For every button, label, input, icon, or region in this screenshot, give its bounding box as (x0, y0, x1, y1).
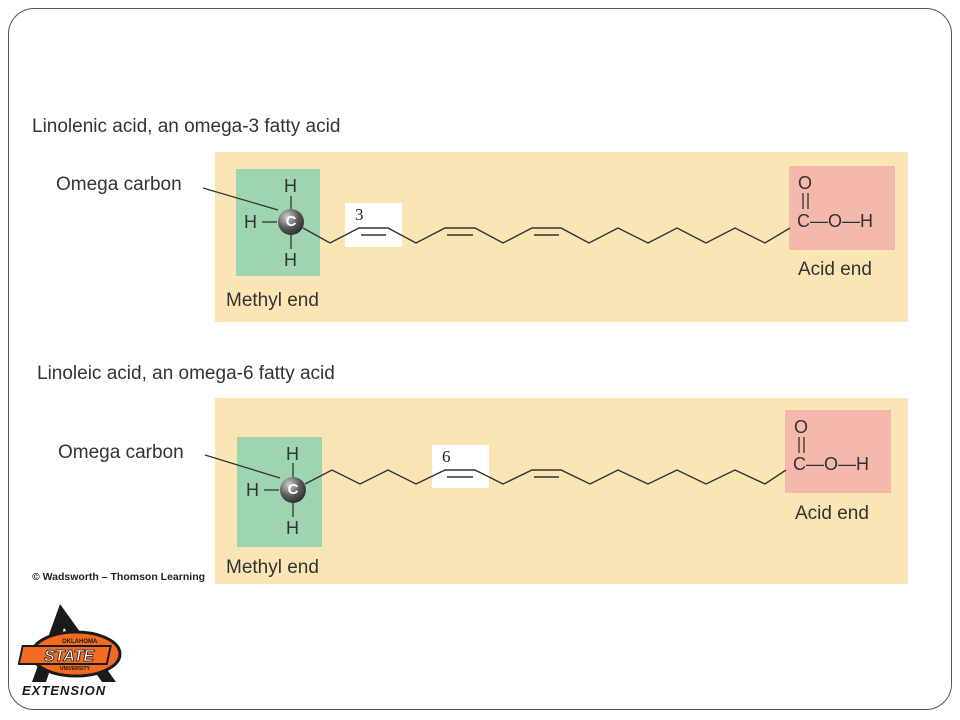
diagram-title-omega6: Linoleic acid, an omega-6 fatty acid (37, 363, 335, 384)
omega6-acid-end-label: Acid end (795, 503, 869, 524)
omega6-h-bottom: H (286, 518, 299, 538)
omega6-acid-box (785, 410, 891, 493)
omega6-h-left: H (246, 480, 259, 500)
omega3-double-bond-number: 3 (355, 205, 364, 224)
omega3-omega-carbon-label: Omega carbon (56, 174, 182, 195)
diagram-title-omega3: Linolenic acid, an omega-3 fatty acid (32, 116, 341, 137)
omega3-h-left: H (244, 212, 257, 232)
omega6-omega-carbon-label: Omega carbon (58, 442, 184, 463)
logo-sub-text: UNIVERSITY (60, 666, 91, 672)
omega3-acid-end-label: Acid end (798, 259, 872, 280)
omega3-h-top: H (284, 176, 297, 196)
omega6-carboxyl: C—O—H (793, 454, 869, 474)
omega6-h-top: H (286, 444, 299, 464)
slide-frame (8, 8, 952, 710)
omega3-oxygen: O (798, 173, 813, 193)
omega6-methyl-box (237, 437, 322, 547)
osu-extension-logo-icon: OKLAHOMA STATE UNIVERSITY (18, 604, 122, 682)
omega3-carbon-atom-icon: C (278, 209, 304, 235)
logo-top-text: OKLAHOMA (62, 639, 98, 645)
omega6-carbon-atom-icon: C (280, 477, 306, 503)
omega3-number-box: 3 (345, 203, 402, 247)
omega3-carboxyl: C—O—H (797, 211, 873, 231)
logo-main-text: STATE (44, 648, 95, 665)
logo-extension-text: EXTENSION (22, 683, 107, 698)
omega6-number-box: 6 (432, 445, 489, 488)
omega6-methyl-end-label: Methyl end (226, 557, 319, 578)
omega3-acid-box (789, 166, 895, 250)
copyright-credit: © Wadsworth – Thomson Learning (32, 571, 206, 583)
omega3-h-bottom: H (284, 250, 297, 270)
omega3-methyl-end-label: Methyl end (226, 290, 319, 311)
omega6-double-bond-number: 6 (442, 447, 451, 466)
omega6-oxygen: O (794, 417, 809, 437)
